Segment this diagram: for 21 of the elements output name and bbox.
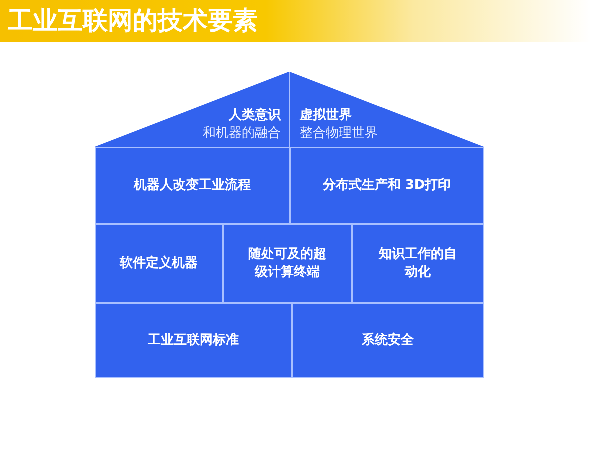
block-heading: 知识工作的自动化	[378, 246, 458, 282]
roof-panel	[290, 72, 484, 147]
block-heading: 分布式生产和 3D打印	[322, 176, 452, 194]
roof-panel	[95, 72, 290, 147]
house-block	[292, 303, 484, 378]
house-block	[290, 147, 484, 224]
house-block	[223, 224, 352, 303]
house-block	[352, 224, 484, 303]
house-block	[95, 147, 290, 224]
block-heading: 工业互联网标准	[148, 332, 239, 350]
house-block	[95, 303, 292, 378]
block-subtext: 和机器的融合	[203, 125, 281, 143]
block-heading: 虚拟世界	[300, 107, 352, 125]
block-subtext: 整合物理世界	[300, 125, 378, 143]
title: 工业互联网的技术要素	[8, 5, 258, 37]
house-block	[95, 224, 223, 303]
block-heading: 人类意识	[229, 107, 281, 125]
block-heading: 机器人改变工业流程	[134, 176, 251, 194]
block-heading: 随处可及的超级计算终端	[248, 246, 328, 282]
block-heading: 系统安全	[362, 332, 414, 350]
block-heading: 软件定义机器	[120, 254, 198, 272]
